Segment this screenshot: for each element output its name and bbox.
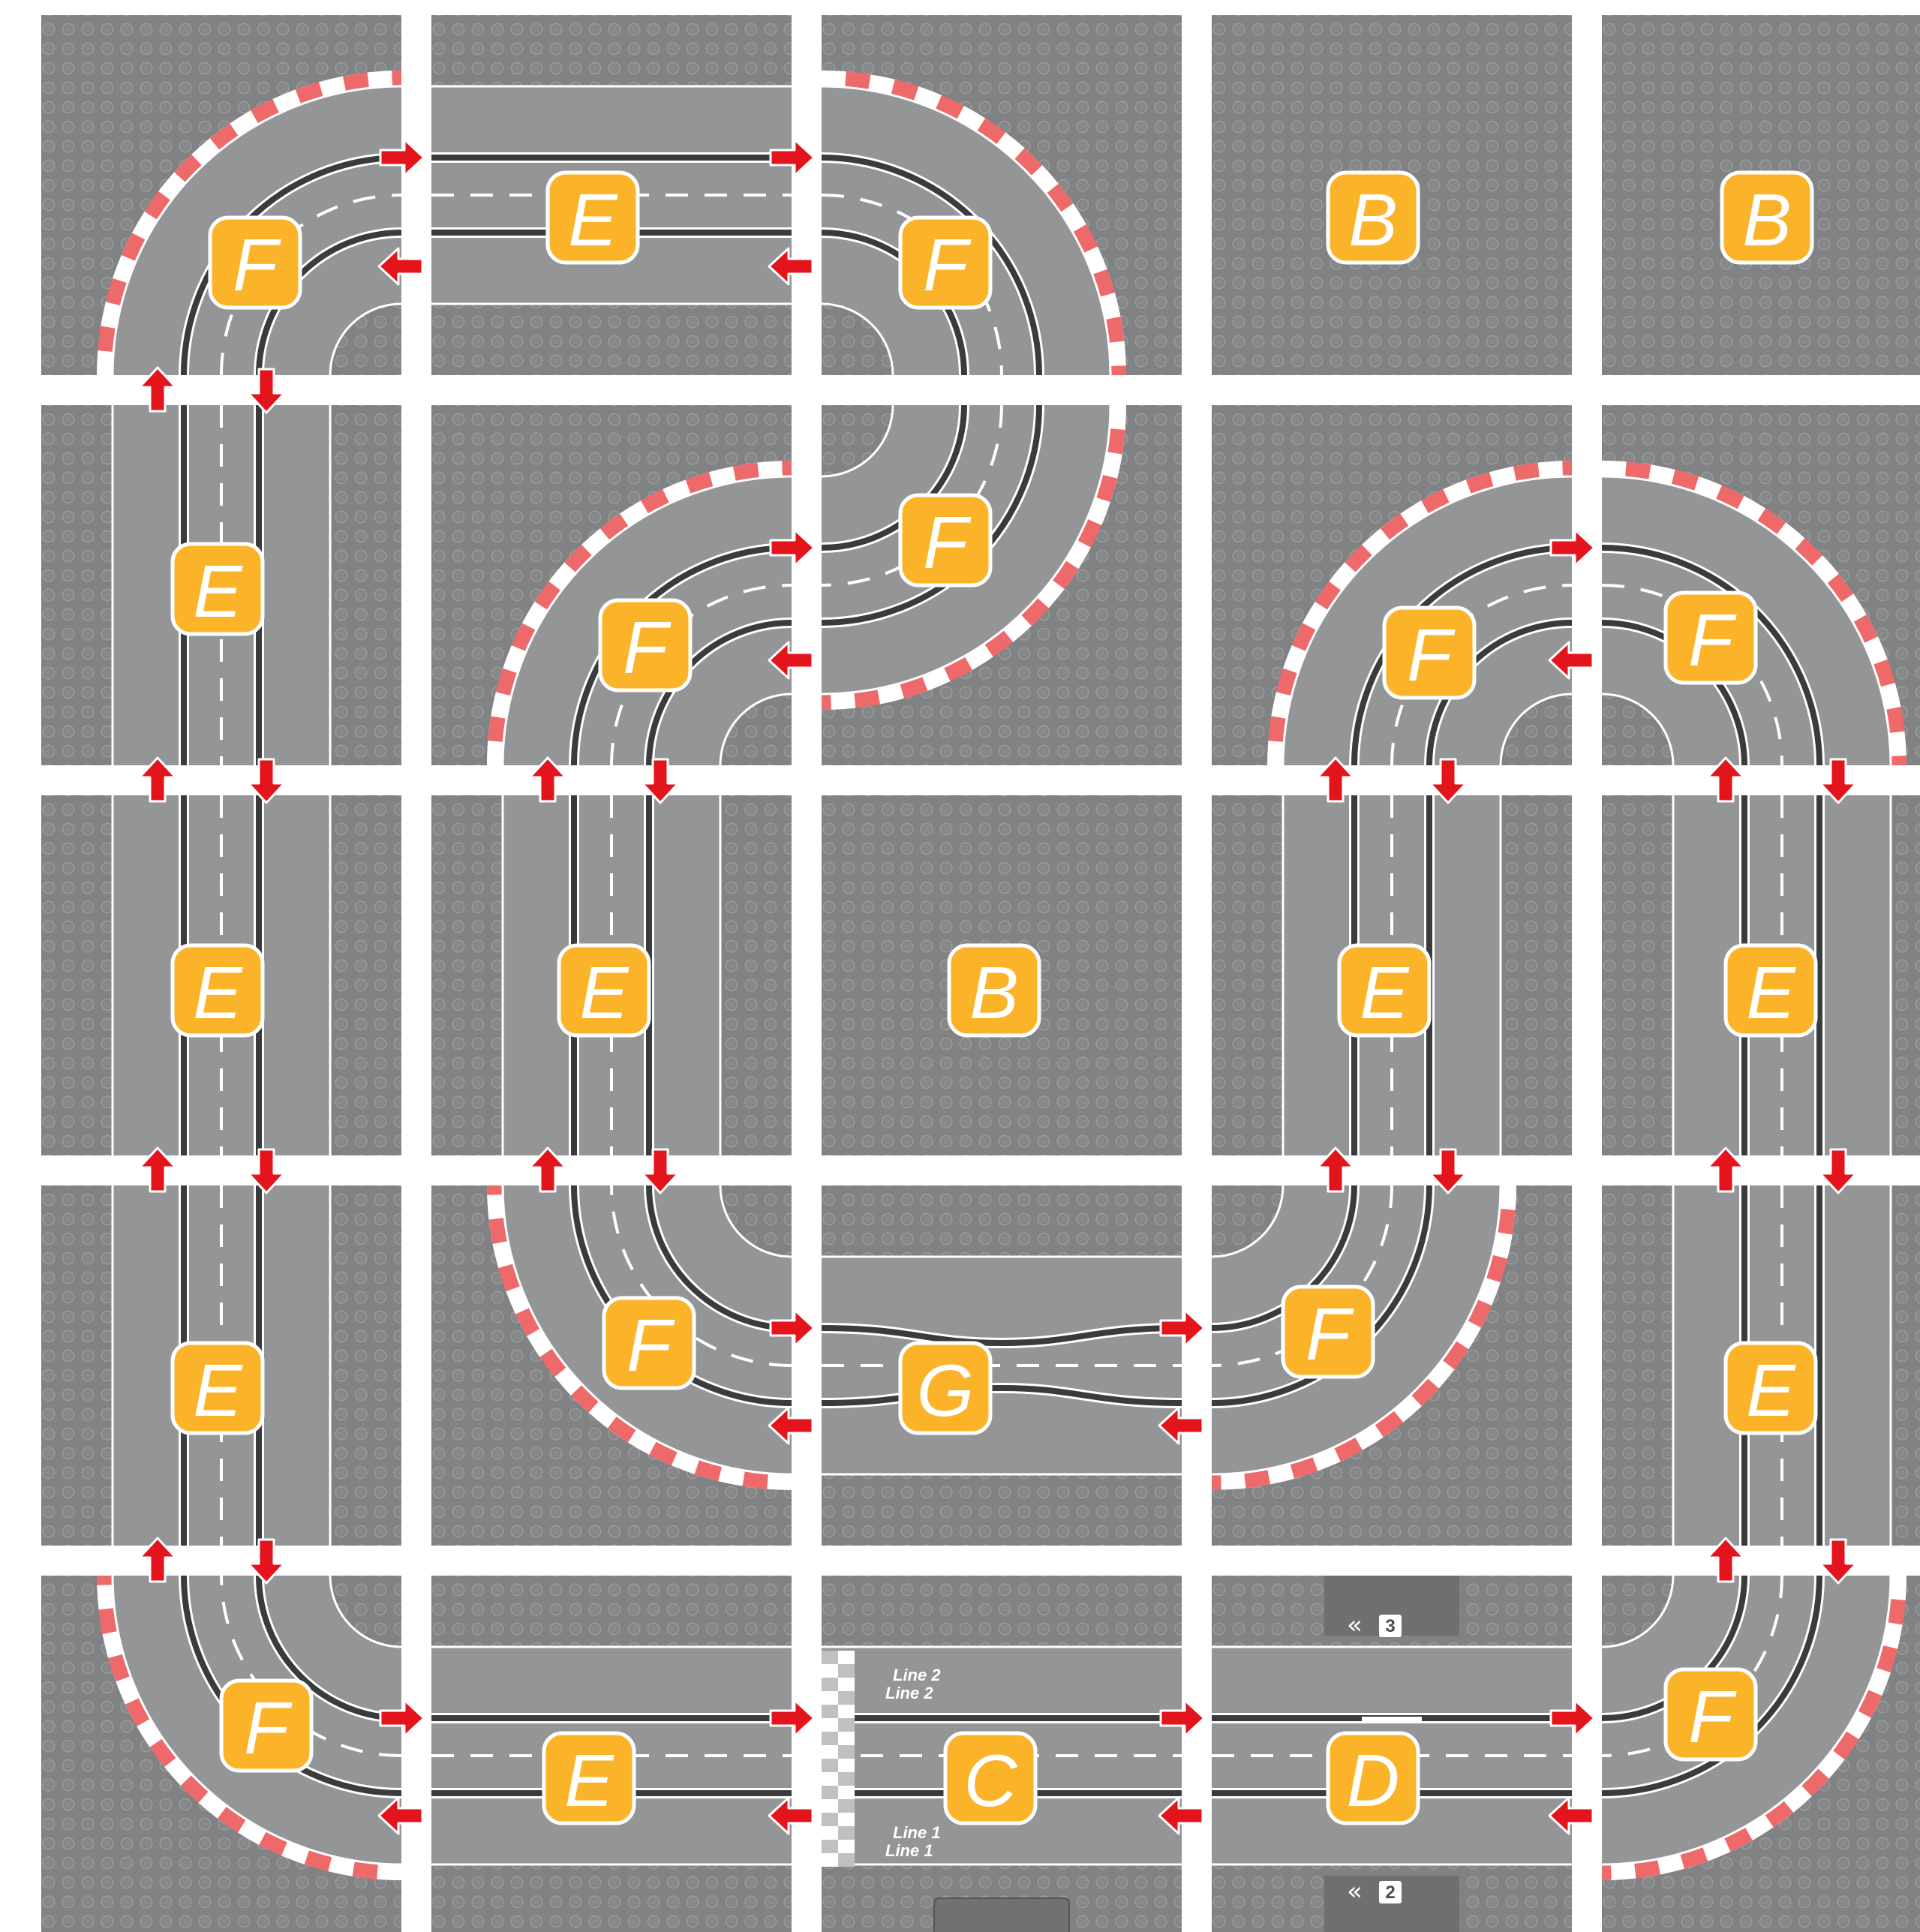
badge-F-r1c2: F	[900, 495, 990, 585]
line-1-label-a: Line 1	[893, 1823, 941, 1842]
double-chevron-left-icon: «	[1347, 1876, 1363, 1906]
lap-counter-2-label: 2	[1385, 1882, 1395, 1903]
badge-label: E	[193, 1349, 243, 1432]
badge-E-r1c0: E	[173, 544, 263, 634]
badge-label: F	[233, 224, 281, 306]
badge-label: E	[579, 951, 629, 1034]
badge-label: F	[1688, 599, 1737, 681]
badge-C-r4c2: C	[945, 1733, 1035, 1823]
badge-E-r4c1: E	[544, 1733, 634, 1823]
badge-label: E	[1746, 951, 1796, 1034]
badge-label: F	[244, 1687, 293, 1769]
badge-F-r3c3: F	[1283, 1287, 1373, 1377]
badge-E-r2c1: E	[559, 945, 649, 1035]
badge-E-r2c4: E	[1726, 945, 1816, 1035]
lap-counter-3-label: 3	[1385, 1616, 1395, 1636]
badge-F-r0c2: F	[900, 218, 990, 308]
badge-E-r2c3: E	[1339, 945, 1429, 1035]
badge-E-r0c1: E	[548, 173, 638, 263]
badge-B-r2c2: B	[949, 945, 1039, 1035]
badge-label: F	[1688, 1675, 1737, 1758]
badge-label: F	[923, 224, 972, 306]
badge-label: C	[964, 1739, 1018, 1822]
badge-F-r4c4: F	[1666, 1669, 1756, 1759]
badge-E-r2c0: E	[173, 945, 263, 1035]
badge-label: E	[193, 550, 243, 632]
chicane-track-r3c2	[822, 1257, 1182, 1474]
badge-F-r3c1: F	[604, 1298, 694, 1388]
badge-D-r4c3: D	[1328, 1733, 1418, 1823]
badge-B-r0c3: B	[1328, 173, 1418, 263]
badge-label: F	[1306, 1293, 1354, 1375]
badge-E-r3c0: E	[173, 1343, 263, 1433]
line-1-label-b: Line 1	[885, 1841, 933, 1860]
badge-label: G	[917, 1349, 974, 1432]
badge-F-r1c1: F	[600, 600, 690, 690]
badge-label: E	[193, 951, 243, 1034]
badge-label: B	[1742, 179, 1791, 261]
badge-label: F	[626, 1304, 675, 1387]
badge-F-r0c0: F	[210, 218, 300, 308]
badge-F-r4c0: F	[221, 1681, 311, 1771]
badge-label: E	[1360, 951, 1410, 1034]
badge-F-r1c3: F	[1384, 608, 1474, 698]
badge-F-r1c4: F	[1666, 593, 1756, 683]
badge-label: F	[923, 501, 972, 584]
badge-label: B	[969, 951, 1018, 1034]
badge-label: E	[564, 1739, 614, 1822]
badge-E-r3c4: E	[1726, 1343, 1816, 1433]
badge-label: D	[1347, 1739, 1400, 1822]
badge-G-r3c2: G	[900, 1343, 990, 1433]
badge-label: B	[1348, 179, 1397, 261]
double-chevron-left-icon: «	[1347, 1610, 1363, 1640]
badge-label: E	[568, 179, 618, 261]
badge-B-r0c4: B	[1722, 173, 1812, 263]
line-2-label-a: Line 2	[893, 1666, 941, 1684]
badge-label: F	[1407, 614, 1456, 696]
badge-label: F	[623, 606, 672, 689]
line-2-label-b: Line 2	[885, 1684, 933, 1702]
badge-label: E	[1746, 1349, 1796, 1432]
